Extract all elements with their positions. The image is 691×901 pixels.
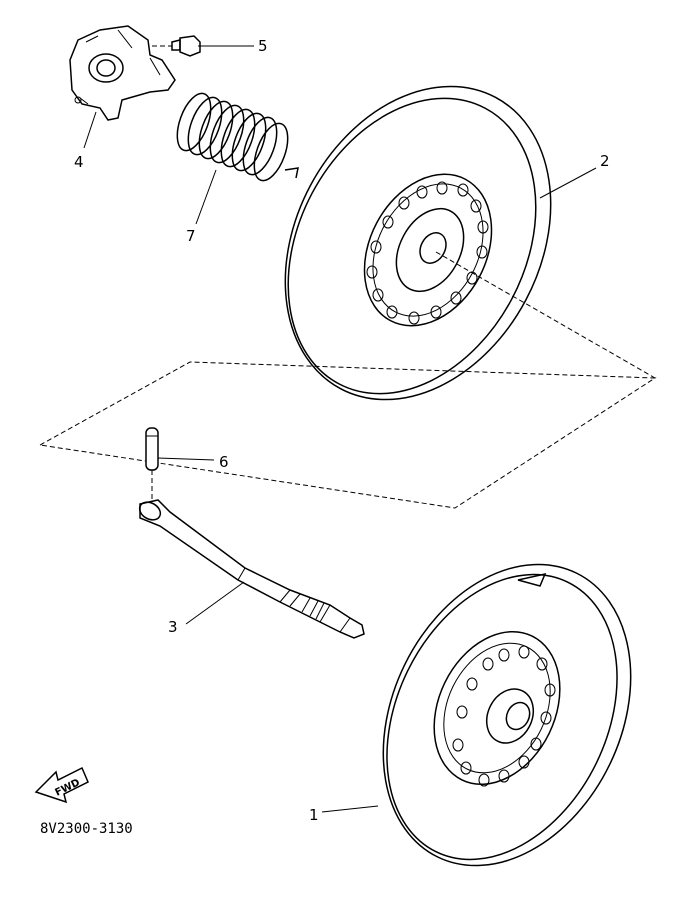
dowel-pin-part-6: [145, 427, 159, 500]
sheave-bolt-holes: [366, 181, 489, 325]
bracket-part-4: [69, 25, 176, 121]
callout-1: 1: [309, 806, 319, 824]
callout-3: 3: [168, 618, 178, 636]
reference-plane: [38, 361, 657, 509]
callout-2: 2: [600, 152, 610, 170]
sheave-part-1: [382, 563, 632, 867]
callout-7: 7: [186, 227, 196, 245]
callout-5: 5: [258, 37, 268, 55]
sheave-axis-line: [435, 251, 656, 379]
forward-arrow-icon: FWD: [34, 766, 89, 804]
callout-4: 4: [74, 153, 84, 171]
drawing-code: 8V2300-3130: [40, 821, 133, 837]
sheave-bolt-holes: [452, 645, 556, 787]
pin-part-5: [152, 35, 201, 57]
leader-lines: [83, 45, 597, 813]
sheave-part-2: [284, 85, 552, 401]
shaft-part-3: [138, 499, 365, 639]
callout-6: 6: [219, 453, 229, 471]
spring-part-7: [176, 92, 299, 182]
